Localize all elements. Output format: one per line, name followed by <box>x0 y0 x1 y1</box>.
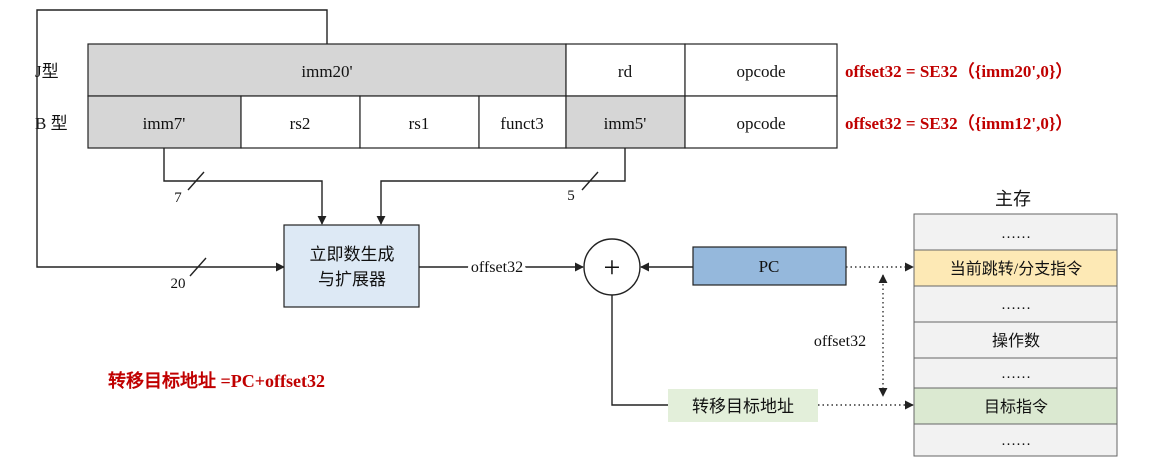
field-j-imm20 <box>87 43 567 97</box>
offset32-label: offset32 <box>471 259 523 276</box>
memory-text-1: 当前跳转/分支指令 <box>950 260 1082 278</box>
field-text-imm7: imm7' <box>143 114 186 133</box>
field-j-rd <box>565 43 686 97</box>
formula-b: offset32 = SE32（{imm12',0}） <box>845 113 1073 133</box>
adder-plus-icon: + <box>604 251 621 284</box>
side-offset32-label-halo: offset32 <box>814 333 866 350</box>
memory-cell-operand <box>913 321 1118 359</box>
formula-target-address: 转移目标地址 =PC+offset32 <box>108 370 325 391</box>
field-text-imm20: imm20' <box>301 62 352 81</box>
target-address-box <box>668 389 818 422</box>
row-label-b: B 型 <box>35 114 68 133</box>
field-b-rs2 <box>240 95 361 149</box>
memory-text-6: …… <box>1001 433 1031 449</box>
formula-j: offset32 = SE32（{imm20',0}） <box>845 61 1073 81</box>
memory-text-2: …… <box>1001 297 1031 313</box>
field-text-j-opcode: opcode <box>736 62 785 81</box>
wire-width-20: 20 <box>171 276 186 292</box>
memory-text-3: 操作数 <box>992 332 1040 350</box>
memory-title: 主存 <box>995 189 1031 209</box>
memory-cell <box>913 213 1118 251</box>
extender-label-line2: 与扩展器 <box>318 270 386 289</box>
target-address-label: 转移目标地址 <box>692 397 794 416</box>
field-b-imm5 <box>565 95 686 149</box>
wire-imm5 <box>376 148 626 225</box>
side-offset32-label: offset32 <box>814 333 866 350</box>
memory-text-0: …… <box>1001 226 1031 242</box>
offset32-label-halo: offset32 <box>471 259 523 276</box>
memory-cell <box>913 357 1118 389</box>
wire-width-tick-5 <box>581 171 599 191</box>
field-b-opcode <box>684 95 838 149</box>
pc-register <box>692 246 847 286</box>
memory-cell-target-instruction <box>913 387 1118 425</box>
instruction-format-table: J型 B 型 imm20' rd opcode imm7' rs2 rs1 fu… <box>35 43 838 149</box>
field-text-imm5: imm5' <box>604 114 647 133</box>
main-memory: …… 当前跳转/分支指令 …… 操作数 …… 目标指令 …… <box>913 213 1118 457</box>
memory-text-5: 目标指令 <box>984 398 1048 416</box>
wire-width-tick-7 <box>187 171 205 191</box>
field-text-rs2: rs2 <box>290 114 311 133</box>
wire-width-7: 7 <box>174 190 182 206</box>
wire-width-5: 5 <box>567 188 575 204</box>
memory-cell <box>913 423 1118 457</box>
field-j-opcode <box>684 43 838 97</box>
field-text-b-opcode: opcode <box>736 114 785 133</box>
wire-width-tick-20 <box>189 257 207 277</box>
field-text-rs1: rs1 <box>409 114 430 133</box>
memory-cell-current-instruction <box>913 249 1118 287</box>
field-text-funct3: funct3 <box>500 114 543 133</box>
field-b-funct3 <box>478 95 567 149</box>
immediate-extender-box <box>283 224 420 308</box>
wire-imm7 <box>163 148 327 225</box>
memory-text-4: …… <box>1001 366 1031 382</box>
wire-imm20 <box>36 9 328 272</box>
field-text-rd: rd <box>618 62 633 81</box>
row-label-j: J型 <box>35 62 59 81</box>
wire-adder-to-target <box>611 295 668 406</box>
extender-label-line1: 立即数生成 <box>310 245 395 264</box>
field-b-imm7 <box>87 95 242 149</box>
pc-label: PC <box>759 257 780 276</box>
memory-cell <box>913 285 1118 323</box>
field-b-rs1 <box>359 95 480 149</box>
